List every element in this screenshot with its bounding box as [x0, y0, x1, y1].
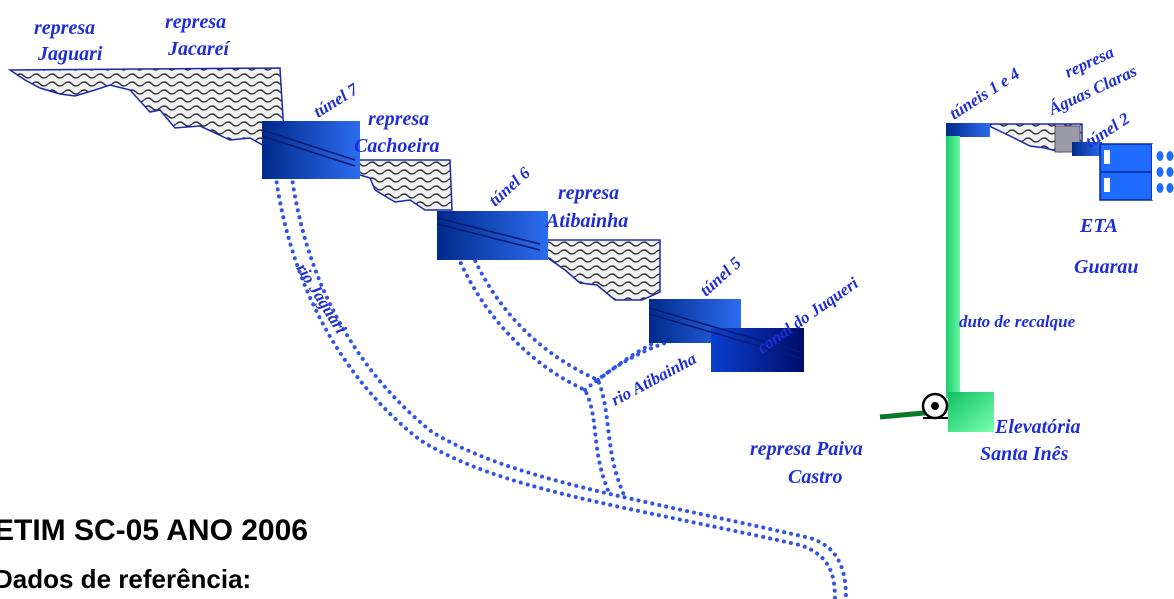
- label-canal-juqueri: canal do Juqueri: [753, 273, 862, 357]
- label-jaguari-2: Jaguari: [37, 43, 103, 65]
- label-tuneis-1-4: túneis 1 e 4: [946, 64, 1023, 123]
- label-jacarei-1: represa: [165, 11, 226, 33]
- label-elevatoria-2: Santa Inês: [980, 443, 1069, 465]
- duto-de-recalque: [946, 136, 960, 398]
- label-rio-atibainha: rio Atibainha: [608, 349, 700, 410]
- label-jacarei-2: Jacareí: [167, 38, 231, 60]
- label-tunel-5: túnel 5: [696, 253, 745, 300]
- pump-icon: [879, 392, 949, 420]
- label-tunel-7: túnel 7: [310, 79, 363, 122]
- tunel-2: [1072, 142, 1102, 156]
- tunel-5: [648, 299, 804, 372]
- label-eta-2: Guarau: [1074, 256, 1138, 278]
- label-rio-jaguari: rio Jaguari: [293, 260, 351, 337]
- label-jaguari-1: represa: [34, 17, 95, 39]
- label-cachoeira-1: represa: [368, 108, 429, 130]
- label-eta-1: ETA: [1079, 215, 1118, 237]
- label-tunel-6: túnel 6: [485, 163, 534, 210]
- label-duto: duto de recalque: [959, 312, 1076, 331]
- represa-jaguari-jacarei-reservoir: [7, 67, 286, 151]
- label-atibainha-1: represa: [558, 182, 619, 204]
- label-cachoeira-2: Cachoeira: [354, 135, 440, 157]
- represa-atibainha-reservoir: [517, 239, 661, 301]
- label-atibainha-2: Atibainha: [544, 210, 628, 232]
- heading-line-1: ETIM SC-05 ANO 2006: [0, 514, 308, 547]
- eta-guarau-building: [1099, 143, 1174, 201]
- tunel-6: [436, 211, 548, 260]
- label-paiva-2: Castro: [788, 466, 842, 488]
- rio-jaguari-river: [270, 138, 848, 599]
- heading-line-2: Dados de referência:: [0, 564, 251, 594]
- tuneis-1-4: [946, 123, 990, 137]
- elevatoria-santa-ines: [948, 392, 994, 432]
- label-paiva-1: represa Paiva: [750, 438, 863, 460]
- label-elevatoria-1: Elevatória: [994, 416, 1081, 438]
- tunel-7: [261, 121, 360, 179]
